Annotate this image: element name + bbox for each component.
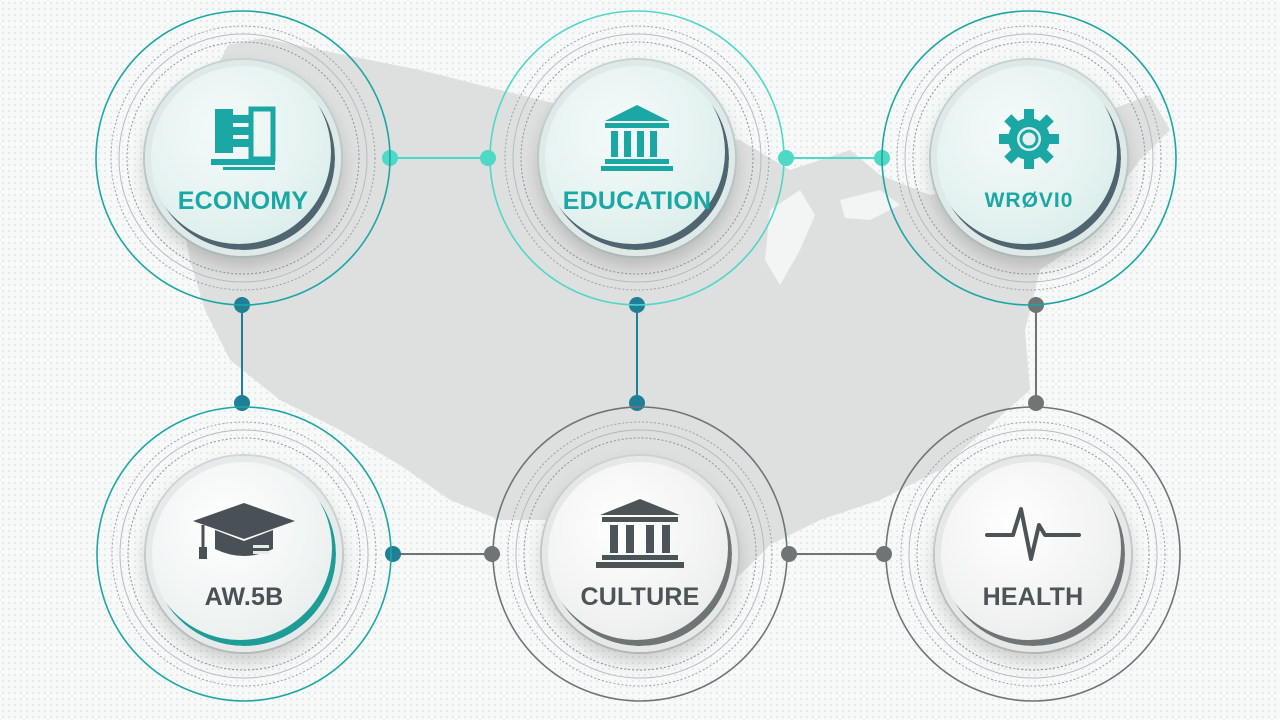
- heartbeat-icon: [985, 506, 1081, 561]
- node-disc: CULTURE: [542, 456, 738, 652]
- node-rings: [95, 10, 391, 306]
- stacked-books-icon: [211, 106, 276, 170]
- graduation-cap-icon: [193, 502, 295, 559]
- node-label: AW.5B: [204, 582, 284, 611]
- node-education[interactable]: EDUCATION: [487, 8, 787, 308]
- node-economy[interactable]: ECONOMY: [93, 8, 393, 308]
- node-rings: [881, 10, 1177, 306]
- node-disc: AW.5B: [146, 456, 342, 652]
- node-disc: HEALTH: [935, 456, 1131, 652]
- usa-map-silhouette: [180, 38, 1170, 600]
- node-label: HEALTH: [982, 582, 1084, 611]
- node-label: CULTURE: [580, 582, 700, 611]
- node-disc: ECONOMY: [145, 60, 341, 256]
- node-rings: [96, 406, 392, 702]
- node-disc: EDUCATION: [539, 60, 735, 256]
- lake-shape: [840, 190, 900, 220]
- node-rings: [885, 406, 1181, 702]
- node-label: WRØVI0: [984, 189, 1074, 212]
- node-gear[interactable]: WRØVI0: [879, 8, 1179, 308]
- gear-icon: [999, 109, 1059, 169]
- node-label: ECONOMY: [177, 186, 309, 215]
- node-health[interactable]: HEALTH: [883, 404, 1183, 704]
- classical-building-icon: [601, 104, 673, 171]
- node-culture[interactable]: CULTURE: [490, 404, 790, 704]
- classical-building-icon: [596, 498, 684, 568]
- node-disc: WRØVI0: [931, 60, 1127, 256]
- connector-lines: [241, 157, 1037, 555]
- node-rings: [489, 10, 785, 306]
- node-graduation[interactable]: AW.5B: [94, 404, 394, 704]
- lake-shape: [765, 190, 815, 285]
- node-label: EDUCATION: [562, 186, 712, 215]
- node-rings: [492, 406, 788, 702]
